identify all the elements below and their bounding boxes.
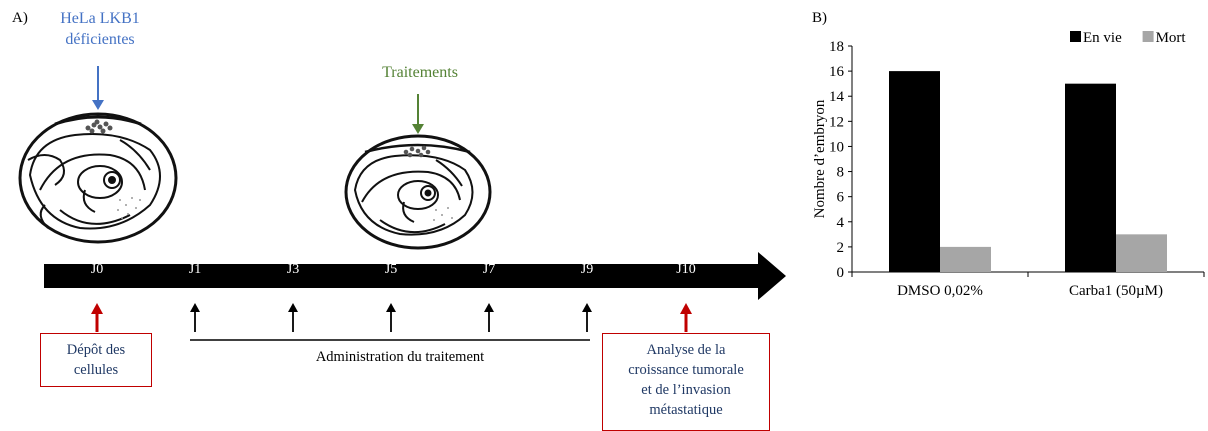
- analysis-box: Analyse de la croissance tumorale et de …: [602, 333, 770, 431]
- timeline-arrow: [44, 252, 786, 300]
- day-label-j7: J7: [482, 262, 496, 277]
- analysis-line1: Analyse de la: [646, 342, 726, 358]
- y-tick-label: 6: [837, 190, 845, 206]
- panel-a-label: A): [12, 10, 28, 26]
- y-axis-title: Nombre d’embryon: [812, 99, 828, 218]
- panel-b-label: B): [812, 10, 827, 26]
- y-tick-label: 12: [829, 114, 844, 130]
- day-label-j9: J9: [580, 262, 594, 277]
- analysis-line4: métastatique: [649, 402, 723, 418]
- cell-deposit-line2: cellules: [73, 362, 119, 378]
- legend-label: En vie: [1083, 30, 1122, 46]
- day-label-j10: J10: [676, 262, 696, 277]
- timeline-diagram: [18, 66, 786, 341]
- analysis-line3: et de l’invasion: [641, 382, 731, 398]
- red-arrow-j0: [91, 303, 103, 332]
- red-arrow-j10: [680, 303, 692, 332]
- y-tick-label: 16: [829, 64, 845, 80]
- y-tick-label: 2: [837, 240, 845, 256]
- bar-en-vie-1: [1065, 83, 1116, 273]
- egg-illustration-day0: [18, 112, 178, 244]
- bar-en-vie-0: [889, 71, 940, 272]
- legend-swatch-mort: [1142, 31, 1154, 42]
- y-tick-label: 14: [829, 89, 845, 105]
- cells-arrow: [92, 66, 104, 110]
- day-label-j3: J3: [286, 262, 300, 277]
- cells-label-line2: déficientes: [65, 31, 135, 48]
- x-category-label: Carba1 (50µM): [1069, 283, 1163, 299]
- y-tick-label: 18: [829, 39, 844, 55]
- cells-label-line1: HeLa LKB1: [60, 10, 140, 27]
- legend-label: Mort: [1156, 30, 1187, 46]
- treatment-label: Traitements: [382, 64, 458, 81]
- x-category-label: DMSO 0,02%: [897, 283, 983, 299]
- y-tick-label: 8: [837, 165, 845, 181]
- cells-label: HeLa LKB1 déficientes: [40, 8, 160, 50]
- bar-mort-1: [1116, 234, 1167, 272]
- cell-deposit-line1: Dépôt des: [66, 342, 126, 358]
- y-tick-label: 4: [837, 215, 845, 231]
- y-tick-label: 10: [829, 139, 844, 155]
- black-arrows: [190, 303, 592, 332]
- bar-mort-0: [940, 246, 991, 272]
- analysis-line2: croissance tumorale: [628, 362, 744, 378]
- legend-swatch-en-vie: [1070, 31, 1081, 42]
- day-label-j5: J5: [384, 262, 398, 277]
- treatment-arrow: [412, 94, 424, 134]
- y-tick-label: 0: [837, 265, 845, 281]
- day-label-j1: J1: [188, 262, 202, 277]
- day-label-j0: J0: [90, 262, 104, 277]
- egg-illustration-treatment: [344, 134, 492, 250]
- administration-label: Administration du traitement: [315, 349, 485, 365]
- cell-deposit-box: Dépôt des cellules: [40, 333, 152, 387]
